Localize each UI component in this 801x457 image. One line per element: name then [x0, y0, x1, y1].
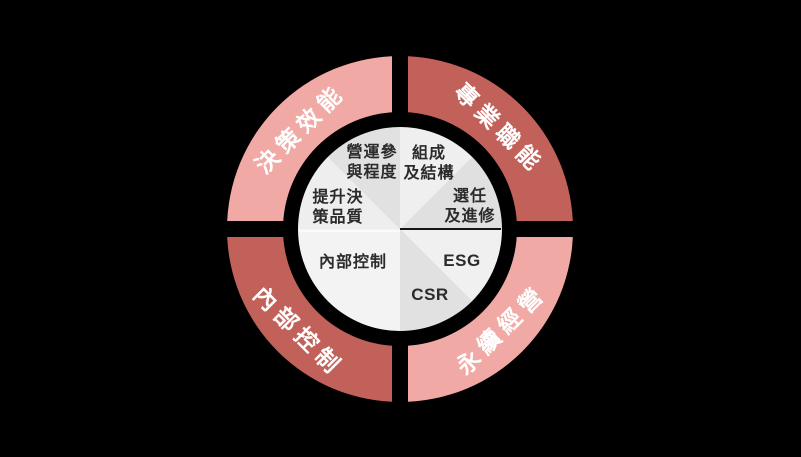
pie-divider-left: [299, 230, 400, 232]
pie-slice-label-selection: 選任 及進修: [444, 188, 496, 225]
pie-slice-label-operation-participation: 營運參 與程度: [346, 144, 398, 181]
pie-slice-label-decision-quality: 提升決 策品質: [312, 189, 364, 226]
pie-slice-label-csr: CSR: [411, 285, 449, 304]
pie-slice-label-esg: ESG: [443, 251, 481, 270]
pie-slice-label-internal-control: 內部控制: [318, 254, 388, 271]
pie-divider-right: [400, 228, 501, 230]
pie-slice-label-composition: 組成 及結構: [403, 145, 455, 182]
